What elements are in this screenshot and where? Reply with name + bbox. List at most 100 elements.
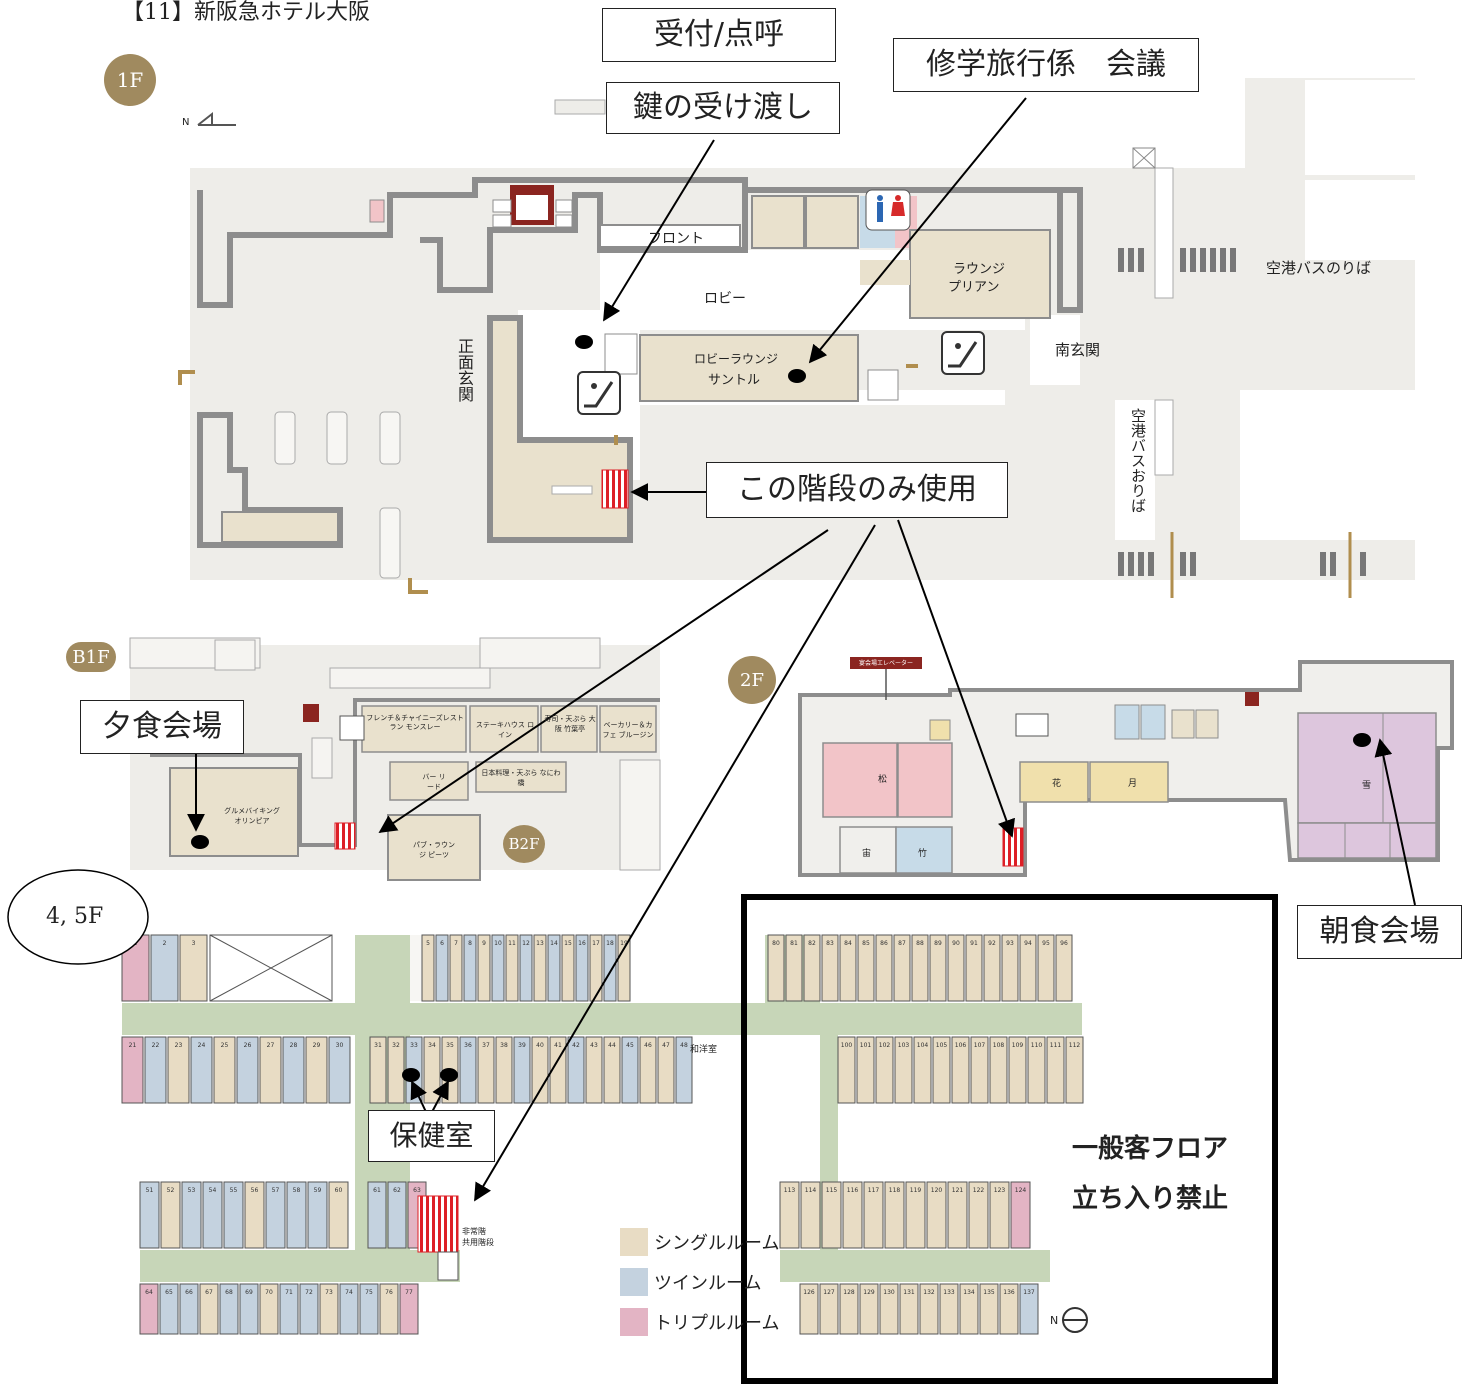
guest-room-number: 27: [267, 1042, 275, 1049]
guest-room-number: 72: [305, 1289, 313, 1296]
guest-room: [505, 934, 519, 1002]
guest-room-number: 30: [336, 1042, 344, 1049]
guest-room: [328, 1036, 351, 1104]
guest-room-number: 69: [245, 1289, 253, 1296]
guest-room-number: 3: [192, 940, 196, 947]
f2-room-pink-b: [897, 742, 953, 818]
guest-room-number: 59: [314, 1187, 322, 1194]
b1-label-sushi: 寿司・天ぷら 大阪 竹葉亭: [544, 715, 596, 733]
guest-room-number: 14: [550, 940, 558, 947]
guest-room: [139, 1283, 159, 1335]
guest-room: [951, 1036, 970, 1104]
guest-room-number: 132: [923, 1289, 935, 1296]
guest-room: [359, 1283, 379, 1335]
guest-room-number: 36: [464, 1042, 472, 1049]
f1-wall-north: [197, 177, 748, 308]
guest-room: [1027, 1036, 1046, 1104]
marker-dots: [191, 335, 1371, 1082]
guest-room: [879, 1283, 899, 1335]
b1-label-buffet: グルメバイキング オリンピア: [224, 807, 280, 825]
upper-north-label: N: [1050, 1314, 1059, 1327]
floor-badge-b1f: B1F: [66, 642, 116, 672]
guest-room: [675, 1036, 693, 1104]
callout-reception: 受付/点呼: [602, 8, 836, 62]
guest-room: [575, 934, 589, 1002]
guest-room-number: 127: [823, 1289, 835, 1296]
guest-room-number: 123: [994, 1187, 1006, 1194]
guest-room-number: 48: [680, 1042, 688, 1049]
floor-badge-b2f: B2F: [503, 825, 545, 863]
guest-room-number: 93: [1006, 940, 1014, 947]
guest-room-number: 25: [221, 1042, 229, 1049]
guest-room-number: 32: [392, 1042, 400, 1049]
guest-room-number: 126: [803, 1289, 815, 1296]
guest-room-number: 88: [916, 940, 924, 947]
b2-label-pub: パブ・ラウンジ ピーツ: [413, 841, 455, 859]
guest-room-number: 26: [244, 1042, 252, 1049]
f1-lobby-lounge-santol: [639, 334, 859, 402]
guest-room: [968, 1181, 989, 1249]
f2-room-pink-a: [822, 742, 898, 818]
f1-lounge-brian: [909, 229, 1051, 319]
f2-breakfast-hall: [1297, 712, 1437, 824]
guest-room: [259, 1283, 279, 1335]
guest-room: [603, 1036, 621, 1104]
f1-label-lounge-name: プリアン: [948, 280, 1000, 295]
guest-room-number: 115: [826, 1187, 838, 1194]
guest-room-number: 131: [903, 1289, 915, 1296]
f1-label-south-entrance: 南玄関: [1055, 341, 1101, 359]
guest-room-number: 102: [879, 1042, 891, 1049]
b1-label-bar: バー リード: [422, 773, 446, 791]
legend-label-twin: ツインルーム: [654, 1273, 762, 1294]
guest-room-number: 47: [662, 1042, 670, 1049]
guest-room-number: 95: [1042, 940, 1050, 947]
guest-room-number: 66: [185, 1289, 193, 1296]
guest-room: [547, 934, 561, 1002]
guest-room: [929, 934, 947, 1002]
guest-room: [202, 1181, 223, 1249]
guest-room-number: 7: [454, 940, 458, 947]
callout-key-handover: 鍵の受け渡し: [606, 82, 840, 134]
guest-room-number: 58: [293, 1187, 301, 1194]
guest-room: [819, 1283, 839, 1335]
guest-room: [463, 934, 477, 1002]
f1-label-lobby: ロビー: [704, 291, 746, 307]
guest-room-number: 33: [410, 1042, 418, 1049]
guest-room: [286, 1181, 307, 1249]
guest-room-number: 43: [590, 1042, 598, 1049]
guest-room-number: 51: [146, 1187, 154, 1194]
escalator-icon: [941, 331, 985, 375]
guest-room: [167, 1036, 190, 1104]
guest-room: [223, 1181, 244, 1249]
legend-label-triple: トリプルルーム: [654, 1313, 780, 1334]
guest-room: [899, 1283, 919, 1335]
guest-room-number: 53: [188, 1187, 196, 1194]
guest-room-number: 31: [374, 1042, 382, 1049]
guest-room-number: 114: [805, 1187, 817, 1194]
guest-room: [989, 1181, 1010, 1249]
guest-room-number: 62: [393, 1187, 401, 1194]
guest-room: [617, 934, 631, 1002]
upper-label-stair-note-2: 共用階段: [462, 1238, 494, 1247]
guest-room: [1046, 1036, 1065, 1104]
guest-room: [839, 1283, 859, 1335]
guest-room: [821, 934, 839, 1002]
guest-room: [842, 1181, 863, 1249]
guest-room-number: 101: [860, 1042, 872, 1049]
f2-label-elevator-tag: 宴会場エレベーター: [858, 660, 913, 667]
guest-room-number: 52: [167, 1187, 175, 1194]
guest-room: [947, 1181, 968, 1249]
guest-room-number: 86: [880, 940, 888, 947]
guest-room: [265, 1181, 286, 1249]
guest-room-number: 82: [808, 940, 816, 947]
guest-room: [1001, 934, 1019, 1002]
f2-label-room-big: 雪: [1362, 781, 1372, 791]
guest-room-number: 2: [163, 940, 167, 947]
guest-room-number: 90: [952, 940, 960, 947]
guest-room: [319, 1283, 339, 1335]
guest-room-number: 118: [889, 1187, 901, 1194]
guest-room-number: 22: [152, 1042, 160, 1049]
guest-room: [837, 1036, 856, 1104]
guest-room: [965, 934, 983, 1002]
guest-room-number: 54: [209, 1187, 217, 1194]
